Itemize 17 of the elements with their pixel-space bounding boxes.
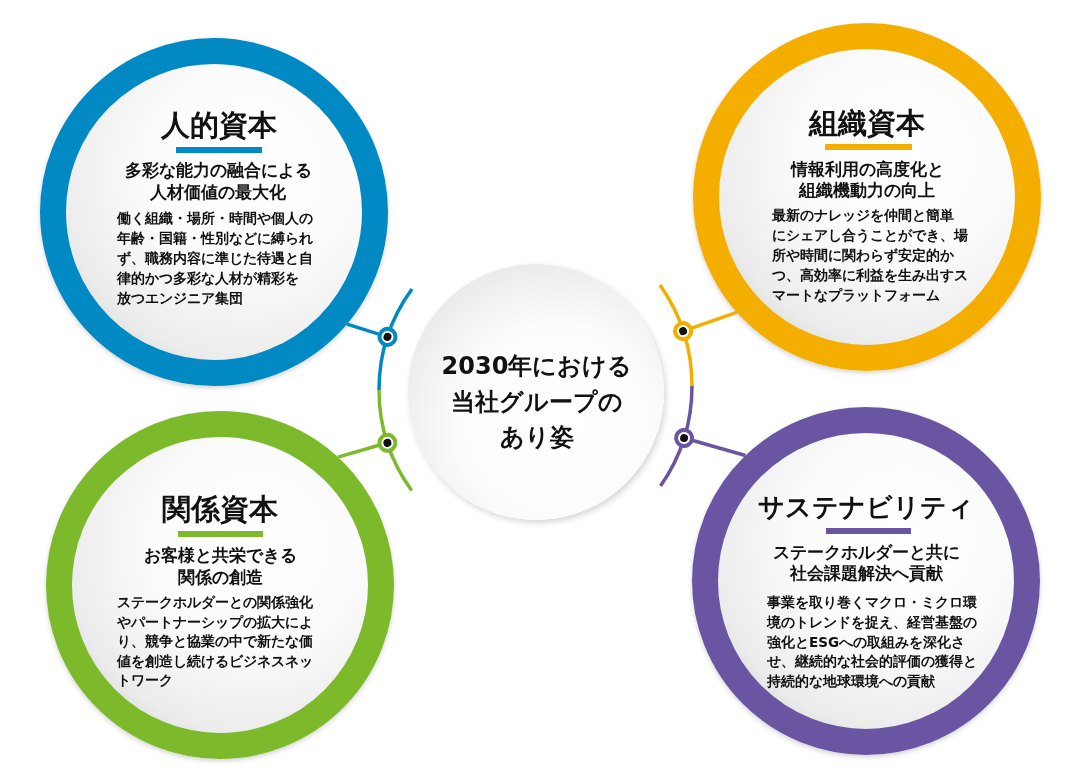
circle-heading: 組織資本 [809, 105, 925, 141]
connector-line [346, 322, 398, 347]
connector-line [673, 310, 738, 342]
circle-heading: サステナビリティ [758, 490, 974, 524]
circle-heading: 人的資本 [161, 107, 277, 143]
connector-line [337, 432, 398, 459]
description-text: 最新のナレッジを仲間と簡単にシェアし合うことができ、場所や時間に関わらず安定的かつ、高効率に利益を生み出すスマートなプラットフォーム [772, 206, 968, 305]
subheading: 情報利用の高度化と組織機動力の向上 [790, 158, 944, 201]
subheading: ステークホルダーと共に社会課題解決へ貢献 [772, 541, 960, 584]
subheading: お客様と共栄できる関係の創造 [143, 544, 297, 588]
description-text: 事業を取り巻くマクロ・ミクロ環境のトレンドを捉え、経営基盤の強化とESGへの取組みを深化させ、継続的な社会的評価の獲得と持続的な地球環境への貢献 [767, 593, 977, 692]
circle-heading: 関係資本 [162, 491, 278, 527]
center-title: 2030年における当社グループのあり姿 [441, 351, 633, 454]
subheading: 多彩な能力の融合による人材価値の最大化 [124, 159, 312, 203]
description-text: 働く組織・場所・時間や個人の年齢・国籍・性別などに縛られず、職務内容に準じた待遇と自律的かつ多彩な人材が精彩を放つエンジニア集団 [117, 209, 313, 308]
connector-line [674, 428, 746, 458]
description-text: ステークホルダーとの関係強化やパートナーシップの拡大により、競争と協業の中で新たな価値を創造し続けるビジネスネットワーク [117, 593, 313, 691]
